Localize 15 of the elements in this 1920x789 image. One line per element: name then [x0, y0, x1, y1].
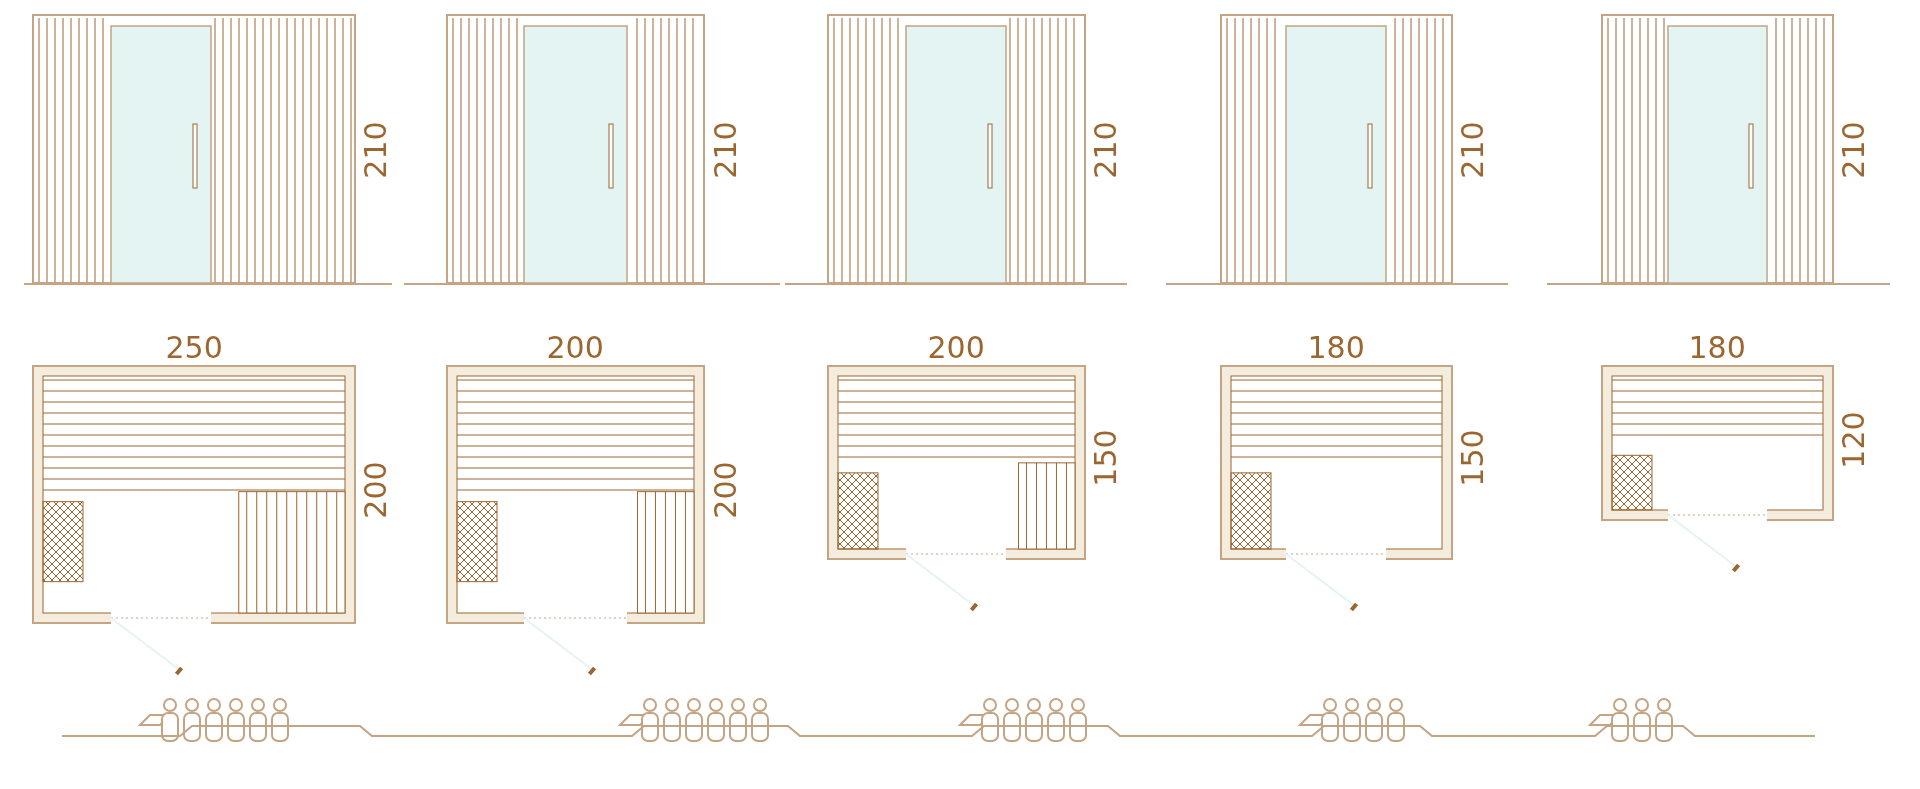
dimension-label: 210 — [1838, 121, 1869, 179]
dimension-label: 200 — [927, 333, 985, 363]
dimension-label: 250 — [165, 333, 223, 363]
dimension-label: 210 — [1457, 121, 1488, 179]
dimension-label: 150 — [1090, 429, 1121, 487]
dimension-label: 180 — [1307, 333, 1365, 363]
dimension-label: 200 — [360, 461, 391, 519]
dimension-label: 200 — [546, 333, 604, 363]
dimension-label: 210 — [1090, 121, 1121, 179]
dimension-label: 150 — [1457, 429, 1488, 487]
dimension-label: 120 — [1838, 411, 1869, 469]
dimension-label: 180 — [1688, 333, 1746, 363]
dimension-label: 210 — [710, 121, 741, 179]
dimension-label: 200 — [710, 461, 741, 519]
dimension-label: 210 — [360, 121, 391, 179]
